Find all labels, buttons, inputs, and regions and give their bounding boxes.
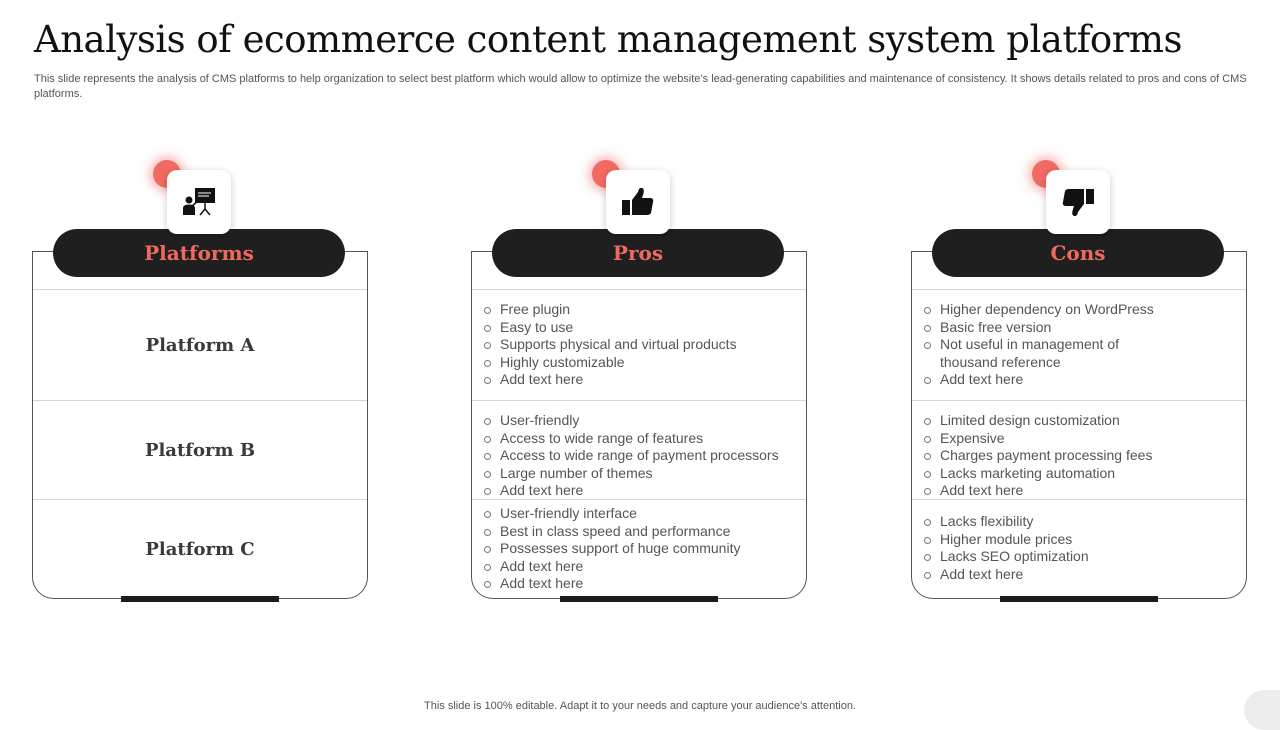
list-item: Add text here [484, 371, 806, 389]
list-item: Expensive [924, 430, 1246, 448]
list-item: Add text here [484, 575, 806, 593]
pros-header-label: Pros [612, 241, 664, 265]
list-item: Add text here [484, 558, 806, 576]
list-item: Free plugin [484, 301, 806, 319]
cons-column: Cons Higher dependency on WordPress Basi… [911, 160, 1247, 602]
card-bottom-bar [1000, 596, 1158, 602]
cons-row: Higher dependency on WordPress Basic fre… [912, 289, 1246, 400]
list-item: User-friendly interface [484, 505, 806, 523]
pros-row: User-friendly Access to wide range of fe… [472, 400, 806, 499]
list-item: Lacks SEO optimization [924, 548, 1246, 566]
slide-title: Analysis of ecommerce content management… [34, 18, 1182, 61]
platforms-header: Platforms [53, 229, 345, 277]
platforms-card: Platform A Platform B Platform C [32, 251, 368, 602]
list-item: Higher module prices [924, 531, 1246, 549]
cons-row: Lacks flexibility Higher module prices L… [912, 499, 1246, 598]
list-item: Easy to use [484, 319, 806, 337]
list-item: Basic free version [924, 319, 1246, 337]
list-item: Add text here [484, 482, 806, 500]
list-item: Supports physical and virtual products [484, 336, 806, 354]
thumbs-down-icon [1046, 170, 1110, 234]
cons-card: Higher dependency on WordPress Basic fre… [911, 251, 1247, 602]
pros-card: Free plugin Easy to use Supports physica… [471, 251, 807, 602]
pros-row: Free plugin Easy to use Supports physica… [472, 289, 806, 400]
card-bottom-bar [560, 596, 718, 602]
thumbs-up-icon [606, 170, 670, 234]
list-item: Add text here [924, 566, 1246, 584]
slide-footer: This slide is 100% editable. Adapt it to… [424, 700, 856, 712]
slide-subtitle: This slide represents the analysis of CM… [34, 73, 1247, 100]
list-item: Access to wide range of features [484, 430, 806, 448]
cons-row: Limited design customization Expensive C… [912, 400, 1246, 499]
pros-header: Pros [492, 229, 784, 277]
pros-column: Pros Free plugin Easy to use Supports ph… [471, 160, 807, 602]
card-bottom-bar [121, 596, 279, 602]
list-item: Highly customizable [484, 354, 806, 372]
list-item: Large number of themes [484, 465, 806, 483]
cons-header: Cons [932, 229, 1224, 277]
platform-name: Platform B [144, 439, 256, 461]
list-item: Access to wide range of payment processo… [484, 447, 806, 465]
list-item: Lacks marketing automation [924, 465, 1246, 483]
platform-row: Platform B [33, 400, 367, 499]
pros-row: User-friendly interface Best in class sp… [472, 499, 806, 598]
list-item: Lacks flexibility [924, 513, 1246, 531]
list-item: User-friendly [484, 412, 806, 430]
platform-row: Platform C [33, 499, 367, 598]
presentation-icon [167, 170, 231, 234]
list-item: Limited design customization [924, 412, 1246, 430]
list-item: Charges payment processing fees [924, 447, 1246, 465]
platform-name: Platform A [145, 334, 255, 356]
list-item: Possesses support of huge community [484, 540, 806, 558]
platform-row: Platform A [33, 289, 367, 400]
cons-header-label: Cons [1050, 241, 1106, 265]
platform-name: Platform C [145, 538, 255, 560]
list-item: Not useful in management of thousand ref… [924, 336, 1130, 371]
list-item: Higher dependency on WordPress [924, 301, 1246, 319]
corner-decoration [1244, 690, 1280, 730]
platforms-header-label: Platforms [144, 241, 254, 265]
platforms-column: Platforms Platform A Platform B Platform… [32, 160, 368, 602]
list-item: Best in class speed and performance [484, 523, 806, 541]
list-item: Add text here [924, 371, 1246, 389]
list-item: Add text here [924, 482, 1246, 500]
